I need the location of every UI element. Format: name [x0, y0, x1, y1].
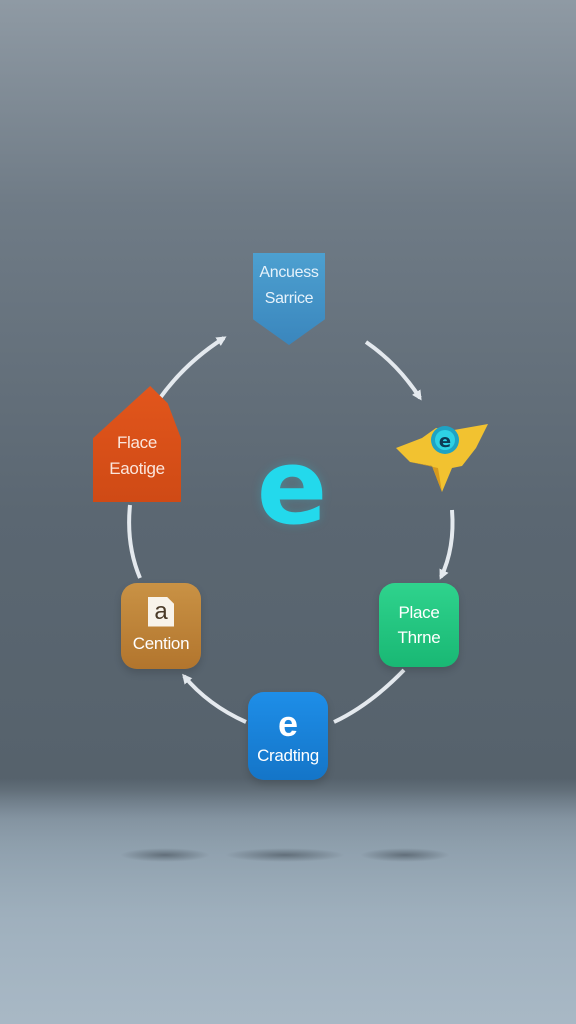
node-brown-tile: a Cention: [121, 583, 201, 669]
floor-shadow-left: [120, 848, 210, 862]
node-brown-label: Cention: [132, 633, 190, 653]
bird-e-glyph: e: [439, 431, 451, 452]
node-green-tile: Place Thrne: [379, 583, 459, 667]
arrow-top-to-bird: [364, 340, 422, 401]
blue-e-icon: e: [277, 702, 299, 744]
node-blue-label: Cradting: [257, 745, 319, 765]
node-orange-line1: Flace: [116, 433, 158, 452]
document-a-icon: a: [148, 596, 174, 627]
bird-wing-shape: [396, 424, 488, 492]
node-green-line1: Place: [398, 603, 440, 622]
node-bird-icon: e: [392, 418, 492, 498]
floor-shadow-center: [225, 848, 345, 862]
bird-wing-shade: [410, 462, 442, 492]
line-brown-to-orange: [127, 504, 142, 579]
node-top-line1: Ancuess: [259, 264, 319, 281]
bird-eye-inner: [435, 430, 455, 450]
floor-backdrop: [0, 790, 576, 1024]
line-green-to-blue: [333, 668, 406, 724]
arrow-bird-to-green: [439, 509, 455, 580]
node-blue-tile: e Cradting: [248, 692, 328, 780]
node-top-line2: Sarrice: [264, 290, 314, 307]
node-orange-line2: Eaotige: [109, 459, 165, 478]
node-green-line2: Thrne: [397, 628, 441, 647]
floor-shadow-right: [360, 848, 450, 862]
arrow-orange-to-top: [158, 336, 227, 400]
center-e-logo: e: [256, 426, 328, 548]
arrow-blue-to-brown: [182, 673, 247, 724]
